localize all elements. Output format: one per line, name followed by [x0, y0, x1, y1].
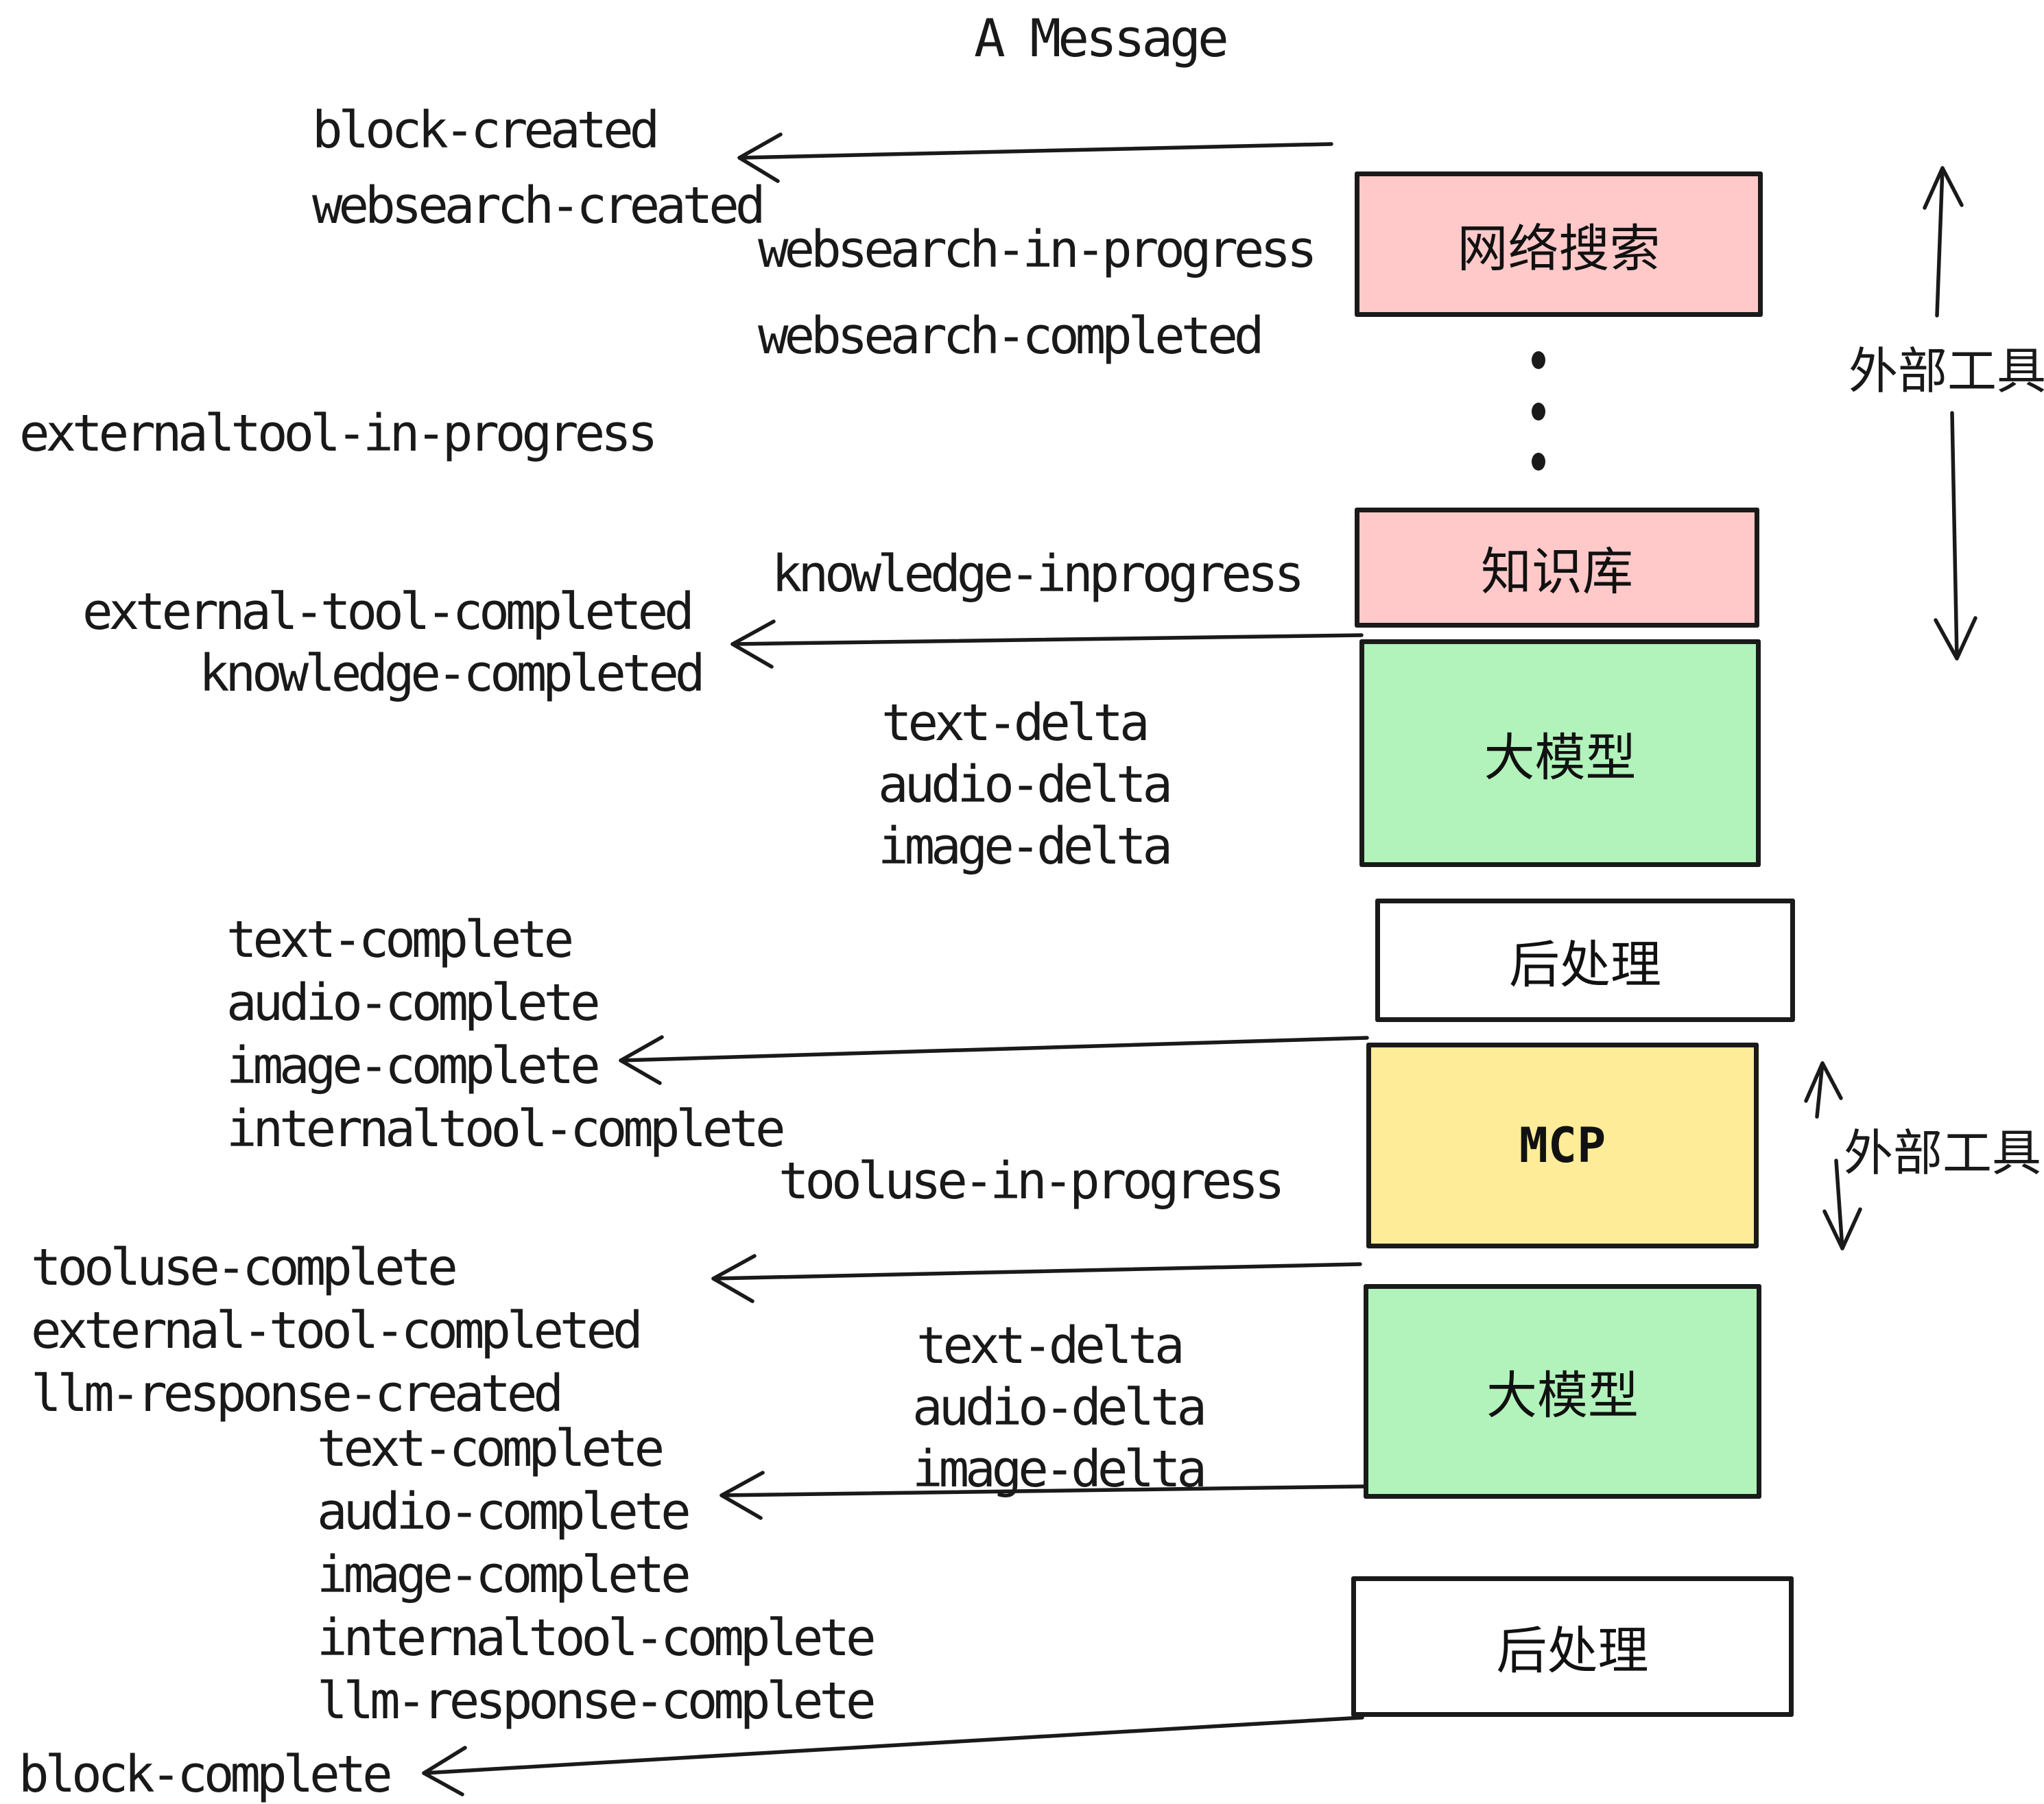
knowledge-box-label: 知识库	[1481, 543, 1633, 602]
llm-box-2-label: 大模型	[1486, 1366, 1639, 1425]
event-label-block-created: block-created	[312, 101, 660, 160]
event-label-text-delta-1: text-delta	[881, 693, 1150, 752]
event-label-text-complete-1: text-complete	[226, 910, 574, 969]
event-label-image-complete-1: image-complete	[226, 1036, 601, 1095]
event-label-internaltool-complete-1: internaltool-complete	[226, 1100, 786, 1159]
event-label-websearch-completed: websearch-completed	[758, 307, 1264, 366]
external-tools-1-down-arrow	[1934, 411, 1977, 661]
event-label-image-complete-2: image-complete	[317, 1545, 691, 1604]
event-label-websearch-created: websearch-created	[312, 176, 765, 235]
event-label-externaltool-in-progress: externaltool-in-progress	[19, 404, 658, 463]
event-label-audio-delta-1: audio-delta	[878, 755, 1173, 814]
event-label-text-delta-2: text-delta	[916, 1316, 1185, 1375]
event-label-knowledge-completed: knowledge-completed	[199, 644, 705, 703]
postprocess-box-1: 后处理	[1375, 899, 1795, 1022]
event-label-llm-response-complete: llm-response-complete	[317, 1672, 877, 1731]
event-label-tooluse-complete: tooluse-complete	[31, 1238, 458, 1297]
event-label-knowledge-inprogress: knowledge-inprogress	[772, 545, 1305, 604]
event-label-audio-complete-2: audio-complete	[317, 1482, 691, 1541]
event-label-external-tool-completed-1: external-tool-completed	[82, 582, 695, 641]
llm-box-1: 大模型	[1359, 639, 1761, 867]
arrow-websearch-to-created	[737, 132, 1333, 183]
mcp-box: MCP	[1366, 1043, 1759, 1248]
external-tools-annotation-1: 外部工具	[1849, 342, 2044, 400]
arrow-knowledge-to-completed	[730, 619, 1364, 669]
arrow-post1-to-complete	[619, 1035, 1369, 1085]
event-label-internaltool-complete-2: internaltool-complete	[317, 1609, 877, 1667]
arrow-mcp-to-tooluse-complete	[711, 1254, 1362, 1303]
llm-box-2: 大模型	[1364, 1284, 1761, 1499]
event-label-block-complete: block-complete	[19, 1745, 393, 1804]
external-tools-annotation-2: 外部工具	[1844, 1124, 2042, 1182]
postprocess-box-2-label: 后处理	[1496, 1622, 1649, 1681]
event-label-image-delta-2: image-delta	[912, 1440, 1207, 1499]
event-label-external-tool-completed-2: external-tool-completed	[31, 1301, 643, 1360]
diagram-title: A Message	[974, 8, 1229, 69]
event-label-llm-response-created: llm-response-created	[31, 1364, 564, 1423]
event-label-websearch-in-progress: websearch-in-progress	[758, 220, 1318, 279]
event-label-image-delta-1: image-delta	[878, 817, 1173, 876]
vertical-ellipsis-dots	[1532, 351, 1545, 471]
websearch-box: 网络搜索	[1355, 171, 1763, 317]
external-tools-1-up-arrow	[1923, 166, 1964, 318]
event-label-tooluse-in-progress: tooluse-in-progress	[779, 1152, 1285, 1211]
websearch-box-label: 网络搜索	[1457, 219, 1661, 278]
mcp-box-label: MCP	[1519, 1117, 1606, 1174]
event-label-audio-complete-1: audio-complete	[226, 973, 601, 1032]
event-label-audio-delta-2: audio-delta	[912, 1378, 1207, 1437]
llm-box-1-label: 大模型	[1484, 728, 1637, 787]
postprocess-box-2: 后处理	[1351, 1576, 1794, 1717]
external-tools-2-up-arrow	[1804, 1061, 1843, 1119]
knowledge-box: 知识库	[1355, 508, 1759, 628]
event-label-text-complete-2: text-complete	[317, 1419, 665, 1478]
postprocess-box-1-label: 后处理	[1509, 935, 1661, 995]
